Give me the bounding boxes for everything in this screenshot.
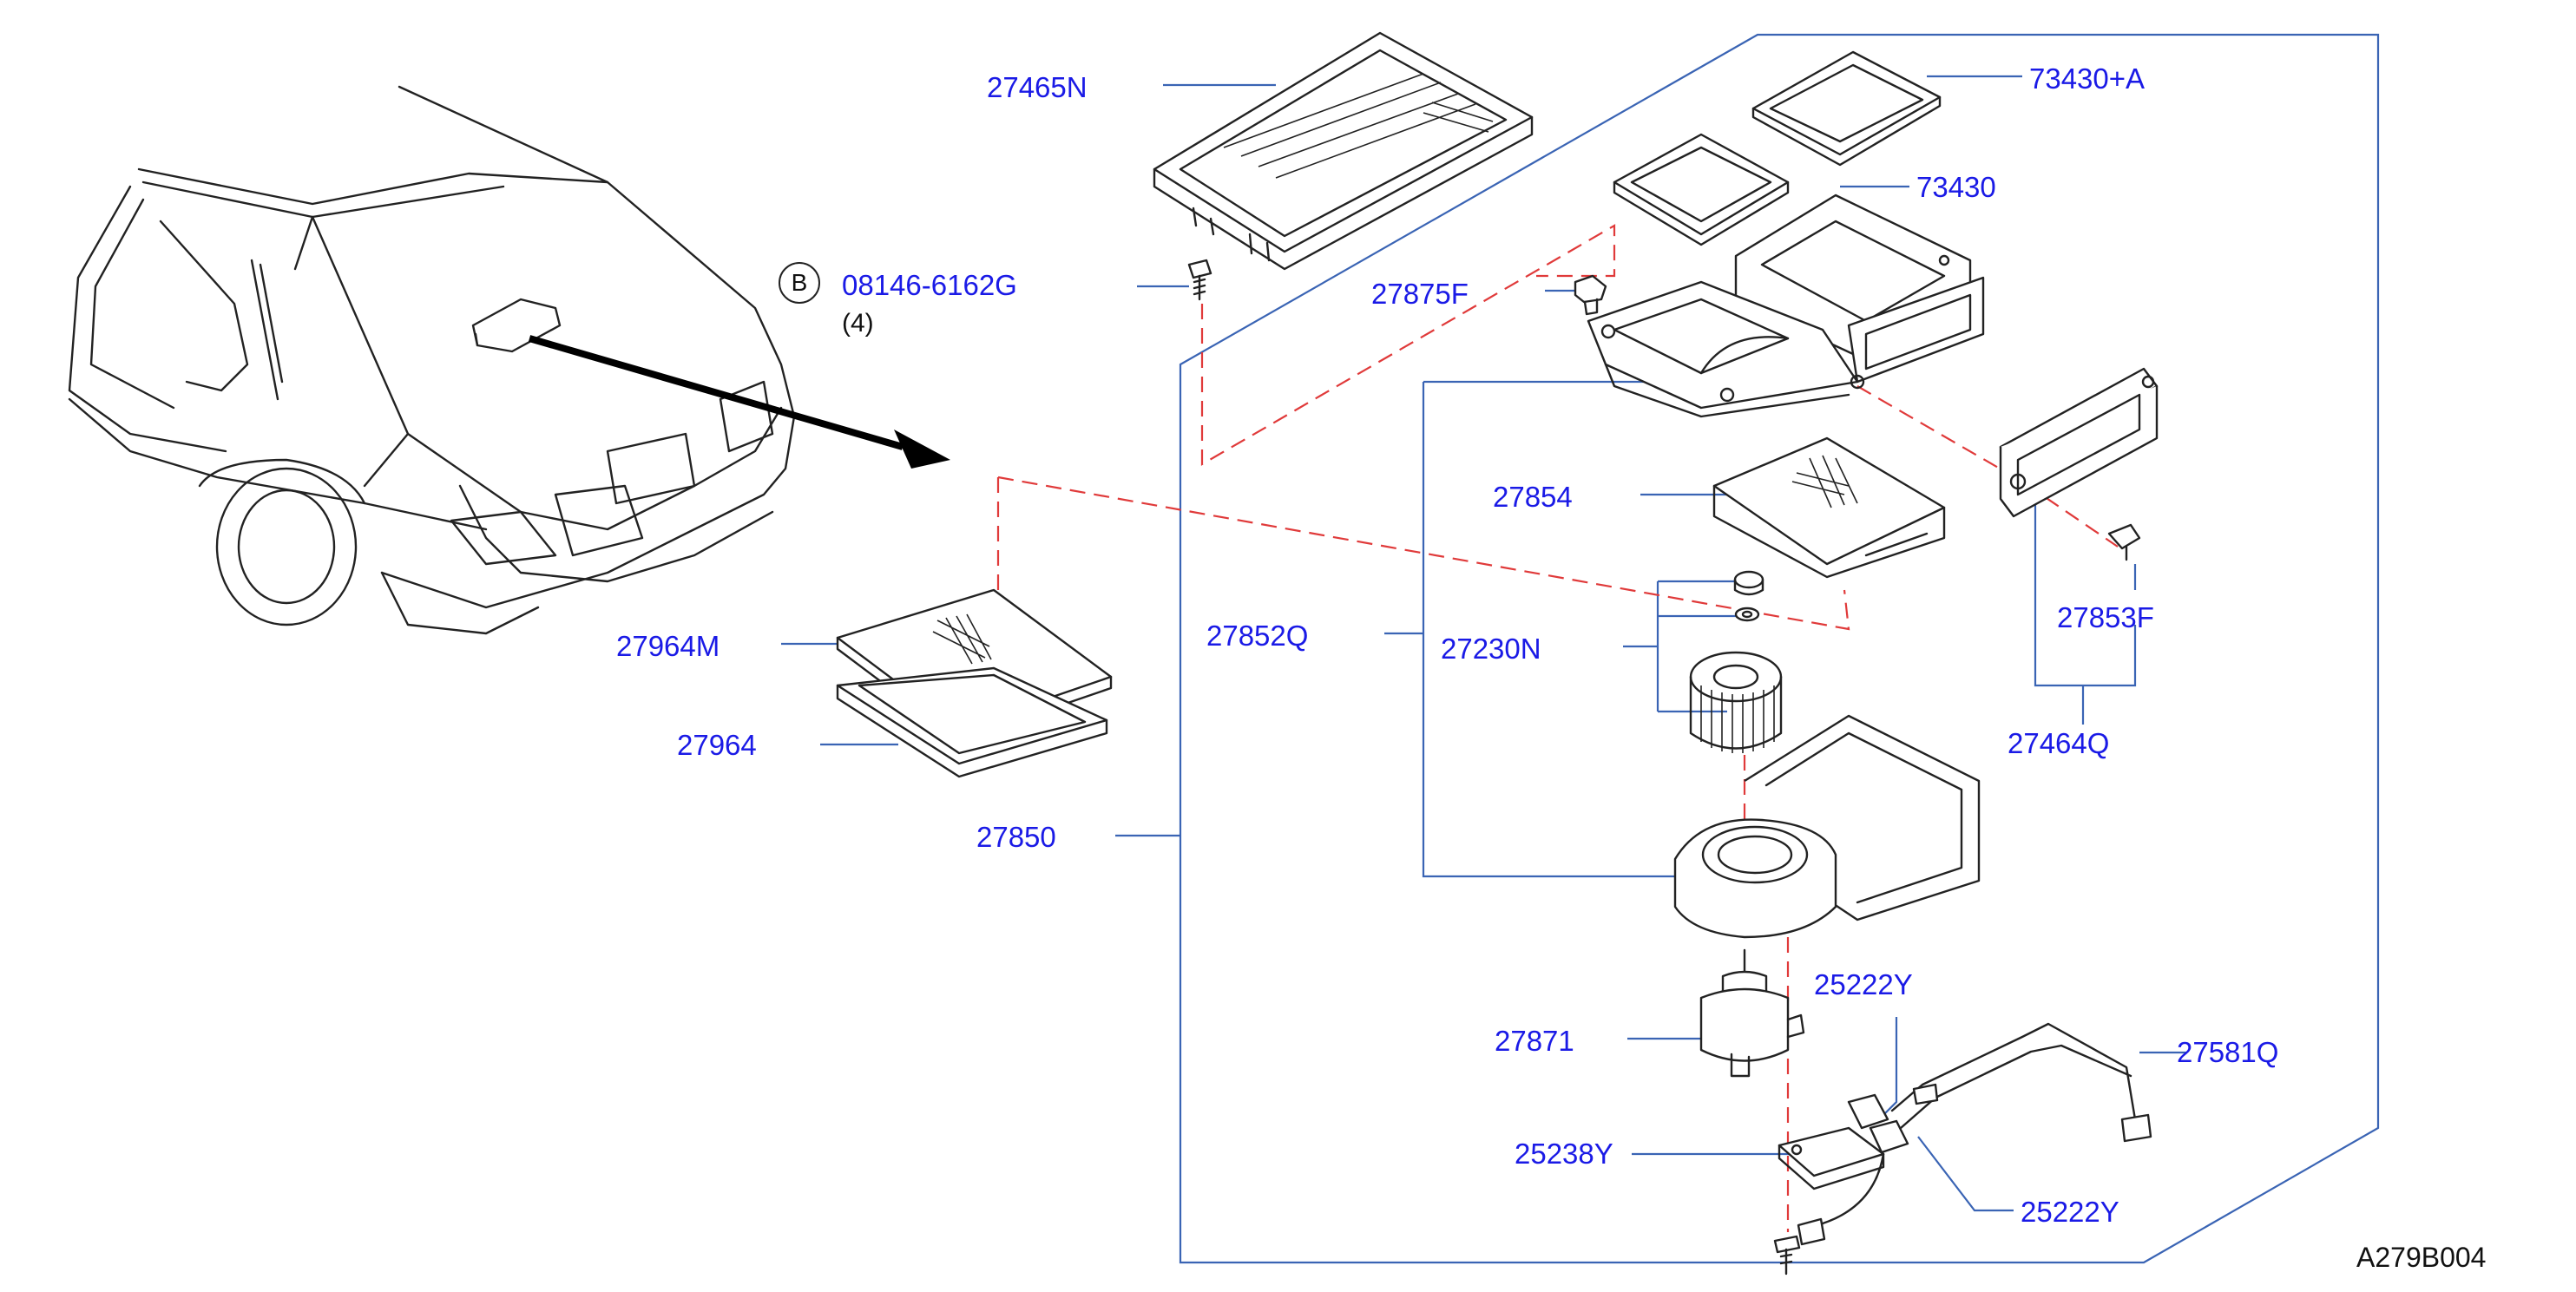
nut-washer-shape <box>1733 570 1764 622</box>
part-25222Y-shape <box>1847 1093 1909 1154</box>
label-27465N[interactable]: 27465N <box>987 71 1088 103</box>
label-25222Y-top[interactable]: 25222Y <box>1814 968 1913 1000</box>
label-08146-6162G[interactable]: 08146-6162G <box>842 269 1017 301</box>
label-73430[interactable]: 73430 <box>1916 171 1996 203</box>
part-73430-shape <box>1613 133 1790 246</box>
part-27465N-shape <box>1153 31 1534 271</box>
label-27853F[interactable]: 27853F <box>2057 601 2154 633</box>
bolt-quantity: (4) <box>842 309 874 338</box>
label-27850[interactable]: 27850 <box>976 821 1056 853</box>
bolt-marker-b: B <box>779 262 820 304</box>
part-27581Q-shape <box>1797 1022 2152 1246</box>
label-27871[interactable]: 27871 <box>1495 1025 1574 1057</box>
part-27230N-shape <box>1689 651 1783 753</box>
label-27964M[interactable]: 27964M <box>616 630 720 662</box>
label-73430A[interactable]: 73430+A <box>2029 62 2146 95</box>
label-27852Q[interactable]: 27852Q <box>1206 620 1309 652</box>
part-25238Y-shape <box>1778 1126 1885 1190</box>
label-27230N[interactable]: 27230N <box>1441 633 1541 665</box>
leader-lines <box>781 75 2187 1212</box>
label-25238Y[interactable]: 25238Y <box>1515 1138 1613 1170</box>
label-27964[interactable]: 27964 <box>677 729 757 761</box>
part-27852Q-shape <box>1673 714 1981 939</box>
screw-shape <box>1773 1235 1801 1276</box>
label-27581Q[interactable]: 27581Q <box>2177 1036 2279 1068</box>
label-25222Y-bottom[interactable]: 25222Y <box>2021 1196 2119 1228</box>
assembly-boundary <box>1179 33 2380 1264</box>
part-27964-shape <box>836 666 1108 778</box>
label-27875F[interactable]: 27875F <box>1371 278 1469 310</box>
part-27875F-shape <box>1574 274 1607 316</box>
part-27854-shape <box>1712 436 1946 579</box>
bolt-08146-shape <box>1187 259 1212 301</box>
vehicle-illustration <box>68 85 950 635</box>
part-73430A-shape <box>1751 50 1942 167</box>
part-27871-shape <box>1699 948 1805 1078</box>
part-27853F-shape <box>2107 523 2141 561</box>
upper-housing-shape <box>1587 193 1985 418</box>
diagram-code: A279B004 <box>2356 1242 2487 1273</box>
label-27854[interactable]: 27854 <box>1493 481 1573 513</box>
part-27464Q-shape <box>1999 367 2159 518</box>
assembly-lines <box>996 224 2119 1232</box>
label-27464Q[interactable]: 27464Q <box>2008 727 2110 759</box>
